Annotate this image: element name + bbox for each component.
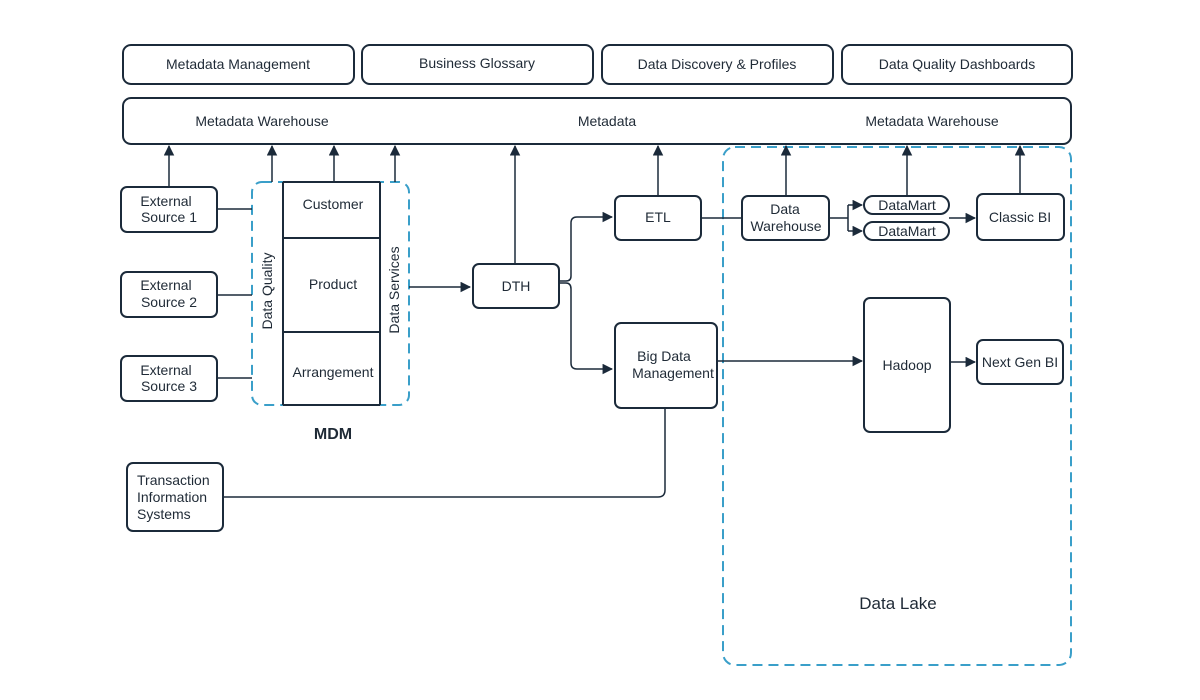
datamart-1-label: DataMart — [878, 197, 936, 213]
external-source-1-line2: Source 1 — [141, 209, 197, 225]
data-warehouse-line2: Warehouse — [750, 218, 821, 234]
metadata-bar: Metadata Warehouse Metadata Metadata War… — [122, 97, 1072, 145]
etl-label: ETL — [645, 209, 671, 225]
big-data-line1: Big Data — [637, 348, 691, 364]
business-glossary-label: Business Glossary — [419, 55, 535, 71]
data-warehouse-line1: Data — [770, 201, 800, 217]
mdm-arrangement-label: Arrangement — [293, 364, 374, 380]
datamart-1-node[interactable]: DataMart — [863, 195, 950, 215]
mdm-block: Customer Product Arrangement Data Qualit… — [259, 181, 402, 443]
classic-bi-label: Classic BI — [989, 209, 1051, 225]
classic-bi-node[interactable]: Classic BI — [976, 193, 1065, 241]
datamart-2-node[interactable]: DataMart — [863, 221, 950, 241]
external-source-3-line1: External — [140, 362, 191, 378]
tis-line2: Information — [137, 489, 207, 505]
tis-to-bigdata-connector — [223, 408, 666, 498]
mdm-data-services-label: Data Services — [386, 246, 402, 333]
mdm-customer-label: Customer — [303, 196, 364, 212]
datamart-2-label: DataMart — [878, 223, 936, 239]
metadata-management-box[interactable]: Metadata Management — [122, 44, 355, 85]
etl-node[interactable]: ETL — [614, 195, 702, 241]
data-warehouse-node[interactable]: Data Warehouse — [741, 195, 830, 241]
metadata-feed-arrows — [163, 144, 1026, 264]
dq-dashboards-box[interactable]: Data Quality Dashboards — [841, 44, 1073, 85]
dq-dashboards-label: Data Quality Dashboards — [879, 56, 1035, 72]
data-discovery-label: Data Discovery & Profiles — [638, 56, 797, 72]
dth-to-etl-connector — [559, 211, 614, 282]
data-lake-region — [722, 146, 1072, 666]
metadata-center-label: Metadata — [578, 113, 637, 129]
next-gen-bi-node[interactable]: Next Gen BI — [976, 339, 1064, 385]
metadata-warehouse-right-label: Metadata Warehouse — [865, 113, 999, 129]
external-source-3-line2: Source 3 — [141, 378, 197, 394]
dw-to-datamart-connector — [829, 204, 861, 232]
dth-to-bigdata-connector — [559, 282, 614, 375]
business-glossary-box[interactable]: Business Glossary — [361, 44, 594, 85]
tis-line3: Systems — [137, 506, 191, 522]
external-source-2-line1: External — [140, 277, 191, 293]
metadata-warehouse-left-label: Metadata Warehouse — [195, 113, 329, 129]
external-source-3[interactable]: External Source 3 — [120, 355, 218, 402]
hadoop-node[interactable]: Hadoop — [863, 297, 951, 433]
mdm-product-label: Product — [309, 276, 357, 292]
dth-node[interactable]: DTH — [472, 263, 560, 309]
mdm-data-quality-label: Data Quality — [259, 252, 275, 329]
hadoop-label: Hadoop — [882, 357, 931, 373]
source-to-mdm-lines — [217, 208, 252, 379]
dth-label: DTH — [502, 278, 531, 294]
transaction-info-systems[interactable]: Transaction Information Systems — [126, 462, 224, 532]
tis-line1: Transaction — [137, 472, 210, 488]
data-discovery-box[interactable]: Data Discovery & Profiles — [601, 44, 834, 85]
big-data-line2: Management — [632, 365, 714, 381]
external-source-2-line2: Source 2 — [141, 294, 197, 310]
external-source-1-line1: External — [140, 193, 191, 209]
data-lake-label: Data Lake — [859, 594, 937, 613]
external-source-1[interactable]: External Source 1 — [120, 186, 218, 233]
big-data-management-node[interactable]: Big Data Management — [614, 322, 718, 409]
mdm-label: MDM — [314, 426, 352, 443]
external-source-2[interactable]: External Source 2 — [120, 271, 218, 318]
metadata-management-label: Metadata Management — [166, 56, 310, 72]
next-gen-bi-label: Next Gen BI — [982, 354, 1058, 370]
